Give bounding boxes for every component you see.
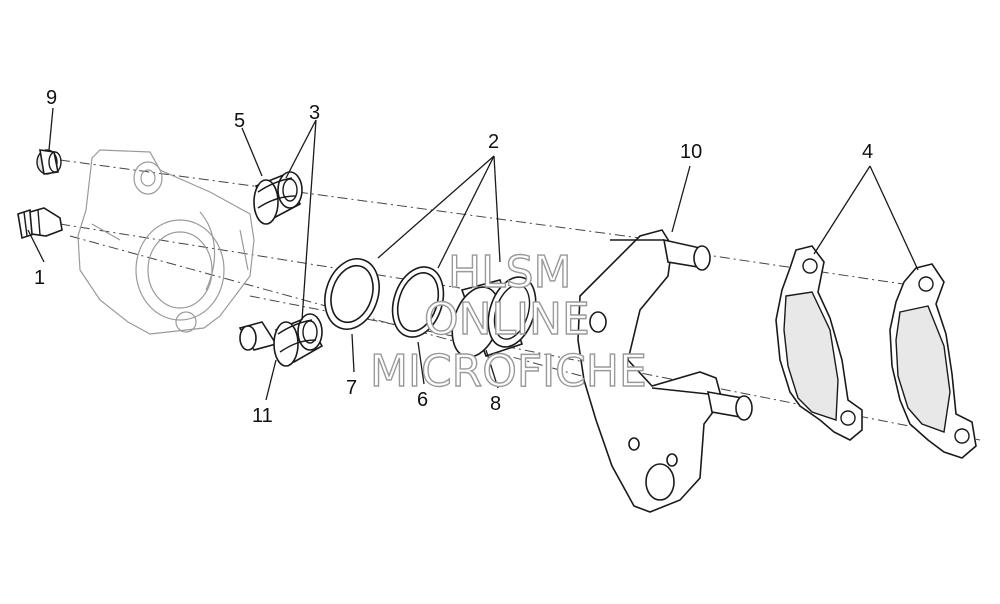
watermark: HLSM ONLINE MICROFICHE <box>369 246 647 397</box>
callout-1: 1 <box>34 267 45 289</box>
watermark-line-2: ONLINE <box>424 294 590 345</box>
leader-lines <box>27 107 919 401</box>
part-11-slide-pin <box>238 321 278 351</box>
part-4-brake-pad-outer <box>889 263 977 459</box>
part-6-dust-seal <box>391 266 445 338</box>
part-1-bleed-valve <box>17 207 63 240</box>
callout-9: 9 <box>46 87 57 109</box>
callout-3: 3 <box>309 102 320 124</box>
callout-5: 5 <box>234 110 245 132</box>
callout-11: 11 <box>252 405 273 427</box>
part-4-brake-pad-inner <box>775 245 863 441</box>
watermark-line-1: HLSM <box>448 247 572 298</box>
callout-6: 6 <box>417 389 428 411</box>
callout-2: 2 <box>488 131 499 153</box>
part-7-piston-seal <box>324 258 380 330</box>
part-8-piston <box>451 276 537 358</box>
callout-4: 4 <box>862 141 873 163</box>
caliper-body <box>77 149 255 335</box>
watermark-line-3: MICROFICHE <box>370 346 647 397</box>
part-9-bleed-cap <box>36 149 62 175</box>
callout-10: 10 <box>680 141 702 163</box>
part-10-caliper-bracket <box>577 229 753 513</box>
part-5-upper-boot <box>253 171 303 225</box>
callout-7: 7 <box>346 377 357 399</box>
callout-8: 8 <box>490 393 501 415</box>
part-3-lower-boot <box>273 313 324 367</box>
